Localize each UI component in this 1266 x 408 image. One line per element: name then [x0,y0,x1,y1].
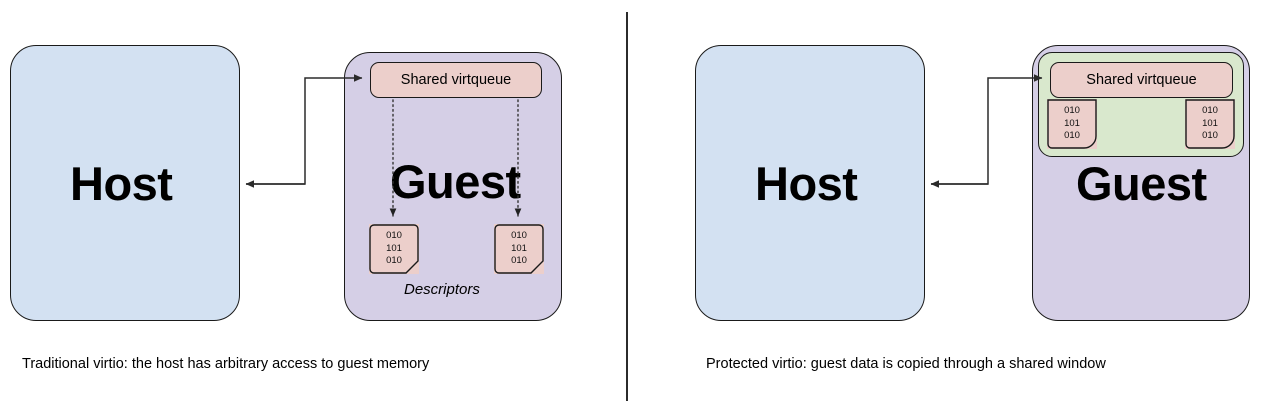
shared-virtqueue-protected[interactable]: Shared virtqueue [1050,62,1233,98]
descriptor-shape-icon [1185,99,1235,149]
descriptor-shape-icon [369,224,419,274]
descriptor-box[interactable]: 010 101 010 [494,224,544,274]
shared-virtqueue-traditional[interactable]: Shared virtqueue [370,62,542,98]
descriptor-bits: 010 101 010 [386,230,402,268]
descriptor-shape-icon [494,224,544,274]
host-box-protected [695,45,925,321]
descriptor-bit-line: 101 [386,242,402,254]
host-label-traditional: Host [70,157,173,210]
descriptor-bits: 010 101 010 [1202,105,1218,143]
descriptor-bits: 010 101 010 [1064,105,1080,143]
host-to-virtqueue-connector-protected [930,74,1043,188]
panel-caption-protected: Protected virtio: guest data is copied t… [706,356,1106,372]
descriptor-box[interactable]: 010 101 010 [369,224,419,274]
descriptor-bits: 010 101 010 [511,230,527,268]
descriptor-bit-line: 010 [1202,130,1218,142]
panel-divider [626,12,628,401]
descriptors-label-traditional: Descriptors [404,281,480,298]
descriptor-bit-line: 010 [511,229,527,241]
guest-label-protected: Guest [1076,157,1207,210]
guest-label-traditional: Guest [390,155,521,208]
descriptor-bit-line: 101 [511,242,527,254]
host-label-protected: Host [755,157,858,210]
descriptor-shape-icon [1047,99,1097,149]
descriptor-bit-line: 010 [386,229,402,241]
descriptor-bit-line: 010 [1064,104,1080,116]
descriptor-bit-line: 010 [386,255,402,267]
panel-caption-traditional: Traditional virtio: the host has arbitra… [22,356,430,372]
host-box-traditional [10,45,240,321]
descriptor-bit-line: 010 [1064,130,1080,142]
descriptor-bit-line: 101 [1202,117,1218,129]
descriptor-bit-line: 010 [511,255,527,267]
descriptor-box[interactable]: 010 101 010 [1185,99,1235,149]
descriptor-box[interactable]: 010 101 010 [1047,99,1097,149]
descriptor-bit-line: 010 [1202,104,1218,116]
descriptor-bit-line: 101 [1064,117,1080,129]
